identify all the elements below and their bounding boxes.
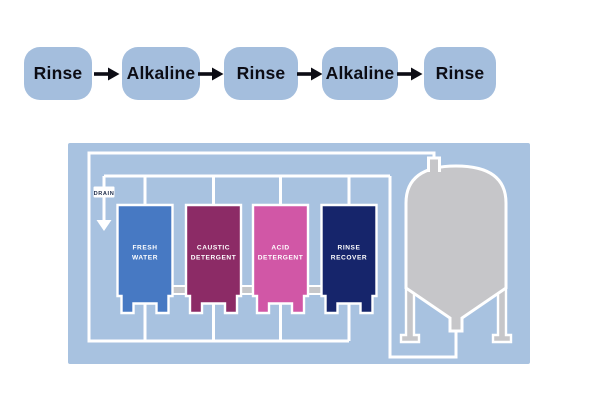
tank-fresh-water: FRESH WATER	[116, 203, 174, 315]
flow-arrow-2	[198, 67, 224, 81]
tank-body	[184, 203, 243, 315]
flow-step-label: Rinse	[236, 63, 286, 83]
tank-acid-detergent: ACID DETERGENT	[251, 203, 310, 315]
flow-step-rinse-2: Rinse	[224, 47, 298, 100]
flow-arrow-4	[397, 67, 423, 81]
tank-body	[116, 203, 174, 315]
flow-step-alkaline-1: Alkaline	[122, 47, 200, 100]
pipe-vessel-return	[388, 176, 458, 359]
drain-label: DRAIN	[94, 191, 115, 197]
tank-label: DETERGENT	[191, 255, 237, 262]
flow-arrow-1	[94, 67, 120, 81]
pipe-main-loop	[87, 151, 436, 343]
flow-step-label: Rinse	[435, 63, 485, 83]
tank-label: ACID	[271, 245, 289, 252]
tank-body	[251, 203, 310, 315]
tank-label: DETERGENT	[258, 255, 304, 262]
tank-label: WATER	[132, 255, 158, 262]
cip-cycle-flowchart: Rinse Alkaline Rinse Alkaline Rinse	[0, 0, 600, 130]
tank-label: CAUSTIC	[197, 245, 230, 252]
flow-step-rinse-1: Rinse	[24, 47, 92, 100]
vessel-top-nozzle	[427, 156, 441, 172]
tank-label: RECOVER	[331, 255, 367, 262]
drain-arrow-icon	[96, 220, 112, 231]
flow-step-label: Alkaline	[126, 63, 196, 83]
tank-caustic-detergent: CAUSTIC DETERGENT	[184, 203, 243, 315]
vessel-leg-right	[491, 282, 513, 344]
flow-step-alkaline-2: Alkaline	[322, 47, 398, 100]
flow-step-label: Rinse	[33, 63, 83, 83]
process-vessel	[399, 156, 513, 344]
tank-body	[320, 203, 378, 315]
tank-rinse-recover: RINSE RECOVER	[320, 203, 378, 315]
tank-label: FRESH	[132, 245, 157, 252]
flow-arrow-3	[297, 67, 323, 81]
vessel-body	[404, 164, 508, 333]
pipe-tank-outlets	[143, 299, 351, 341]
vessel-leg-left	[399, 282, 421, 344]
tank-label: RINSE	[338, 245, 361, 252]
flow-step-label: Alkaline	[325, 63, 395, 83]
drain-label-box	[93, 186, 115, 198]
flow-step-rinse-3: Rinse	[424, 47, 496, 100]
pipe-tank-inlets	[143, 176, 351, 208]
